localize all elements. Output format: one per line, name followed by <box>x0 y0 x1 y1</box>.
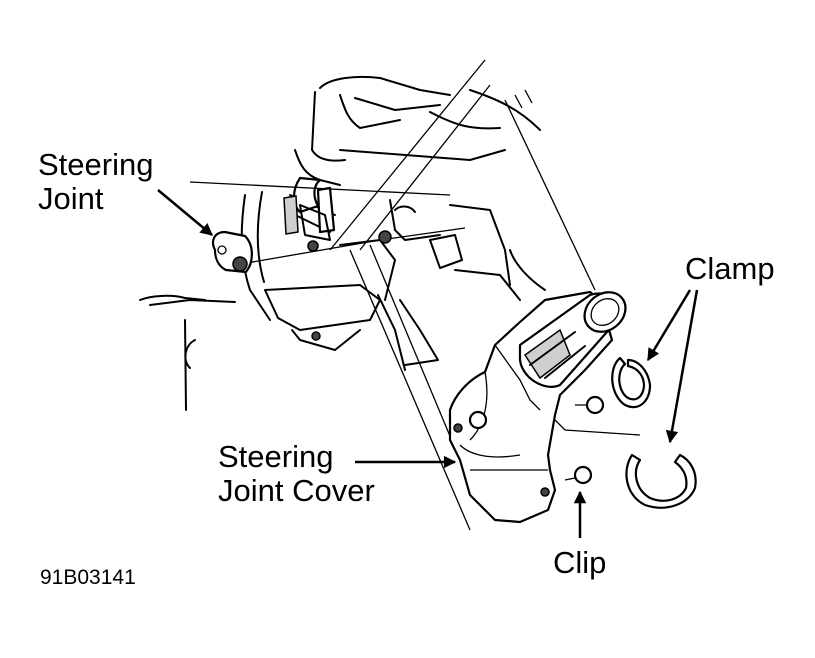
clamp-parts <box>611 356 697 509</box>
label-leaders <box>157 189 699 538</box>
clip-parts <box>564 395 605 485</box>
steering-joint-cover-label-line2: Joint Cover <box>218 473 375 508</box>
steering-joint-cover <box>448 290 627 524</box>
steering-joint-cover-label: Steering Joint Cover <box>218 440 375 508</box>
steering-column-assembly <box>283 75 541 235</box>
steering-joint-label-line1: Steering <box>38 147 154 182</box>
clip-label: Clip <box>553 545 607 580</box>
figure-code: 91B03141 <box>40 566 136 589</box>
steering-joint-label: Steering Joint <box>38 148 153 216</box>
steering-joint-cover-label-line1: Steering <box>218 439 334 474</box>
steering-joint-label-line2: Joint <box>38 181 104 216</box>
steering-joint <box>211 204 392 341</box>
clamp-label: Clamp <box>685 251 775 286</box>
